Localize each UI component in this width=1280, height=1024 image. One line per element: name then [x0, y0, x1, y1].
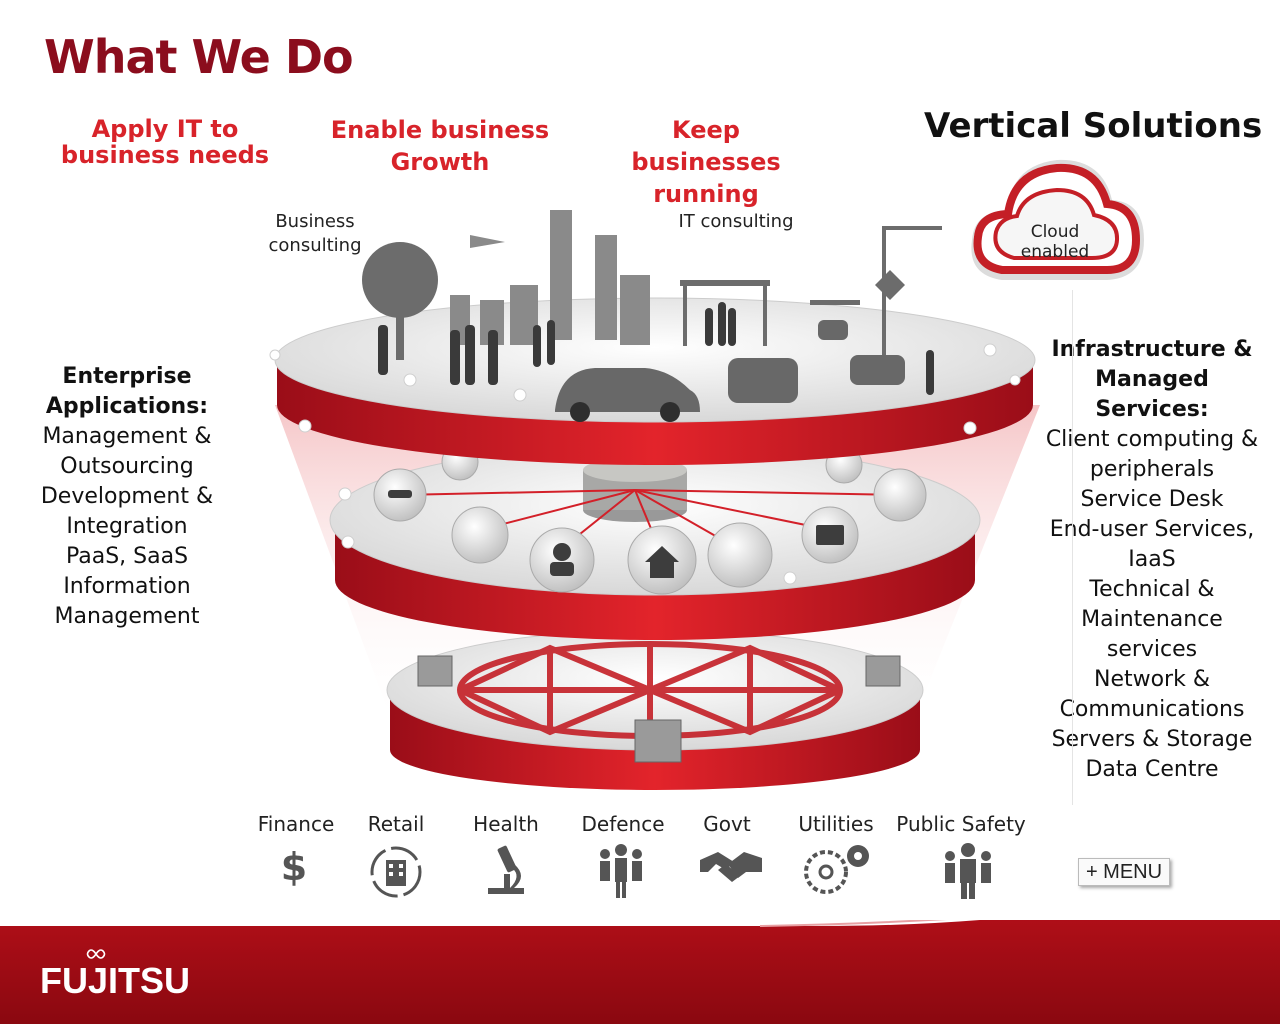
heading-line: Managed [1095, 367, 1209, 392]
panel-item: services [1106, 637, 1198, 662]
label-line: Business [275, 211, 355, 232]
tagline-line: Growth [390, 148, 490, 176]
label-line: consulting [268, 235, 362, 256]
menu-button[interactable]: + MENU [1078, 858, 1170, 886]
industry-utilities-label: Utilities [798, 812, 874, 836]
industry-defence-label: Defence [581, 812, 665, 836]
panel-item: Client computing & [1045, 427, 1259, 452]
panel-item: Maintenance [1081, 607, 1223, 632]
panel-item: Information [63, 574, 191, 599]
label-line: enabled [1020, 242, 1090, 262]
panel-item: PaaS, SaaS [65, 544, 189, 569]
panel-item: End-user Services, [1049, 517, 1255, 542]
handshake-icon[interactable] [698, 842, 764, 892]
panel-item: Communications [1059, 697, 1245, 722]
panel-item: IaaS [1128, 547, 1176, 572]
panel-heading: Services: [1040, 395, 1264, 425]
fujitsu-logo: FUJITSU [40, 960, 191, 1001]
infinity-icon [86, 949, 106, 959]
infrastructure-services-panel: Infrastructure & Managed Services: Clien… [1040, 335, 1264, 785]
footer-band [0, 920, 1280, 1024]
panel-item: peripherals [1089, 457, 1215, 482]
panel-item: Management [54, 604, 200, 629]
tagline-line: Keep businesses [631, 116, 781, 176]
panel-item: Service Desk [1080, 487, 1224, 512]
building-cycle-icon[interactable] [366, 842, 426, 902]
vertical-solutions-heading: Vertical Solutions [924, 106, 1263, 146]
panel-item: Data Centre [1085, 757, 1219, 782]
platform-illustration [269, 210, 1040, 790]
panel-item: Network & [1093, 667, 1210, 692]
business-consulting-label: Business consulting [255, 210, 375, 258]
cloud-icon [971, 159, 1144, 280]
tagline-line: Apply IT to [91, 115, 239, 143]
industry-retail-label: Retail [367, 812, 425, 836]
panel-heading: Applications: [18, 392, 236, 422]
panel-heading: Enterprise [18, 362, 236, 392]
panel-item: Management & [42, 424, 212, 449]
heading-line: Enterprise [62, 364, 192, 389]
soldiers-icon[interactable] [598, 842, 644, 900]
it-consulting-label: IT consulting [678, 211, 794, 232]
tagline-line: Enable business [330, 116, 550, 144]
industry-finance-label: Finance [257, 812, 335, 836]
gears-icon[interactable] [802, 842, 876, 898]
tagline-enable-growth: Enable business Growth [330, 114, 550, 178]
cloud-enabled-label: Cloud enabled [1010, 222, 1100, 262]
panel-heading: Managed [1040, 365, 1264, 395]
industry-health-label: Health [473, 812, 539, 836]
dollar-icon[interactable]: $ [276, 842, 312, 892]
heading-line: Infrastructure & [1051, 337, 1253, 362]
page-title: What We Do [44, 30, 354, 84]
heading-line: Services: [1095, 397, 1209, 422]
microscope-icon[interactable] [484, 842, 528, 898]
panel-heading: Infrastructure & [1040, 335, 1264, 365]
panel-item: Development & [40, 484, 214, 509]
panel-item: Technical & [1089, 577, 1215, 602]
panel-item: Outsourcing [60, 454, 194, 479]
label-line: Cloud [1030, 222, 1080, 242]
heading-line: Applications: [45, 394, 209, 419]
panel-item: Servers & Storage [1051, 727, 1253, 752]
panel-item: Integration [66, 514, 188, 539]
tagline-line: running [653, 180, 759, 208]
enterprise-applications-panel: Enterprise Applications: Management & Ou… [18, 362, 236, 632]
tagline-keep-running: Keep businesses running [596, 114, 816, 210]
people-group-icon[interactable] [942, 842, 994, 900]
industry-public-safety-label: Public Safety [896, 812, 1026, 836]
panel-divider [1072, 290, 1073, 805]
tagline-apply-it: Apply IT to business needs [60, 116, 270, 168]
svg-text:$: $ [281, 845, 307, 889]
tagline-line: business needs [60, 141, 270, 169]
industry-govt-label: Govt [703, 812, 751, 836]
